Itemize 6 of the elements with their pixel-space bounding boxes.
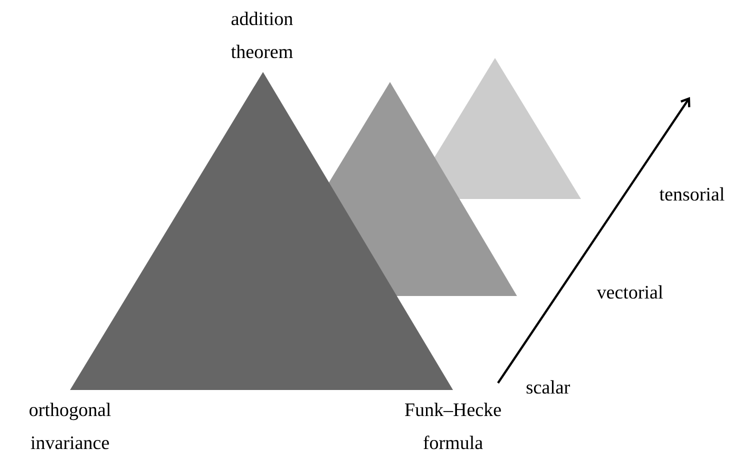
- text-label: addition theorem: [231, 12, 293, 58]
- text-label: vectorial: [596, 285, 663, 299]
- text-label: scalar: [526, 380, 570, 394]
- text-label: Funk–Hecke formula: [405, 402, 501, 450]
- text-label: tensorial: [659, 187, 724, 201]
- text-label: orthogonal invariance: [30, 402, 111, 450]
